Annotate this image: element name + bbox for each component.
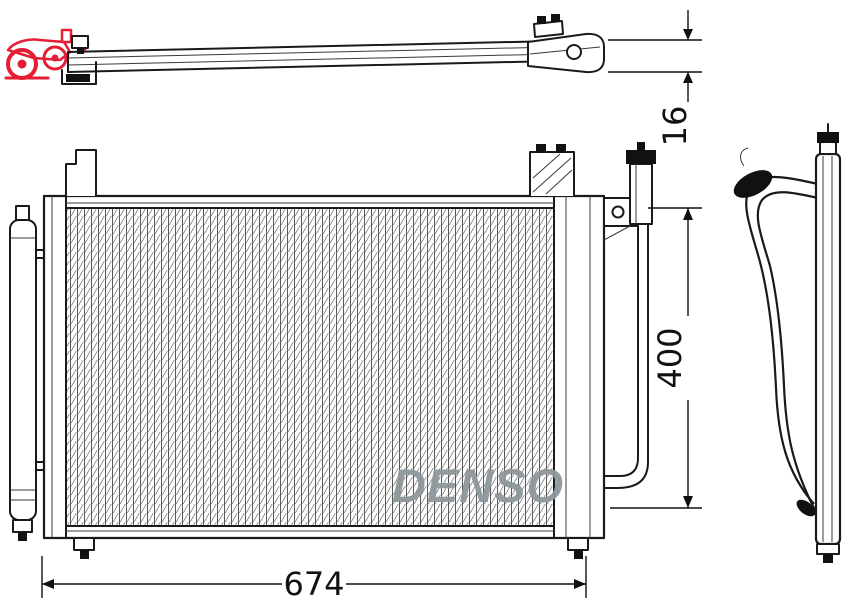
dimension-height: 400 [610,207,702,509]
pipe-grommet [733,170,773,198]
top-left-bracket [65,149,97,197]
logo-wheel-hub-icon [17,59,27,69]
refrigerant-pipes [603,142,656,489]
dimension-width-label: 674 [283,565,344,603]
side-view-drawing [733,123,842,563]
top-view-left-foot [61,61,97,85]
front-view-drawing [9,142,656,559]
dimension-depth: 16 [608,10,702,146]
top-view-bracket-hole [566,44,582,60]
top-view-right-bracket [527,32,605,74]
logo-chimney-icon [60,28,73,44]
receiver-drier [9,205,45,541]
top-view-drawing [61,14,605,85]
dimension-height-label: 400 [651,327,689,388]
bottom-right-foot [567,537,589,551]
dimension-depth-label: 16 [656,106,694,147]
pipe-end-fitting [796,499,816,517]
side-pipe-outer [745,176,819,505]
side-profile-body [814,152,842,546]
side-top-fitting [819,141,837,155]
side-bottom-foot [816,543,840,555]
logo-body-icon [6,38,72,62]
top-view-left-bolt [71,35,89,49]
condenser-core [66,208,554,526]
fitting-bolt-hole [611,205,625,219]
bottom-left-foot [73,537,95,551]
side-top-cap [817,132,839,143]
dimension-width: 674 [41,556,587,603]
service-port [629,163,653,225]
service-port-cap [626,150,656,164]
side-pipe-inner [756,191,819,513]
denso-watermark: DENSO [392,459,564,512]
